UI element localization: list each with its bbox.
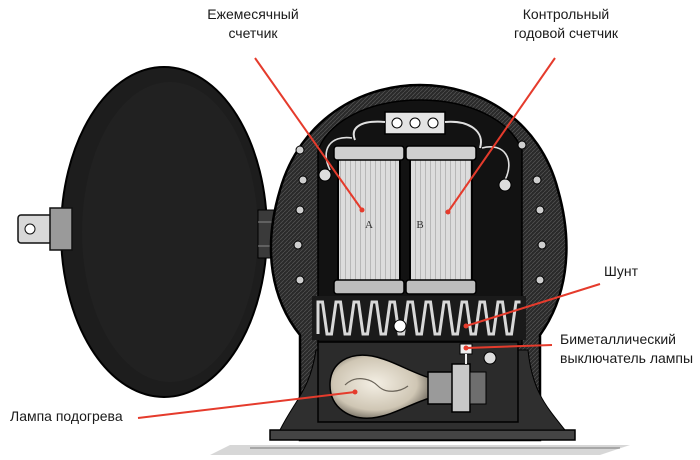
lamp-compartment	[317, 341, 519, 423]
leader-lines	[137, 57, 601, 419]
leader-dots	[352, 207, 469, 395]
label-annual-counter-line1: Контрольный	[522, 6, 610, 22]
label-bimetal-switch-line2: выключатель лампы	[560, 350, 694, 366]
leader-annual-counter	[447, 57, 556, 213]
leader-heater-lamp	[137, 391, 356, 419]
annual-counter-jar: B	[405, 145, 477, 295]
label-shunt: Шунт	[604, 263, 638, 279]
leader-monthly-counter	[254, 57, 363, 211]
label-bimetal-switch: Биметаллический выключатель лампы	[560, 330, 693, 368]
label-heater-lamp: Лампа подогрева	[10, 408, 123, 424]
ground-shading	[210, 445, 630, 455]
terminal-block	[318, 111, 512, 192]
label-annual-counter: Контрольный годовой счетчик	[496, 5, 636, 43]
leader-bimetal-switch	[465, 344, 553, 349]
jar-mark-a: A	[365, 219, 373, 231]
lamp-socket	[427, 363, 487, 413]
open-lid	[17, 66, 283, 398]
monthly-counter-jar: A	[333, 145, 405, 295]
label-monthly-counter: Ежемесячный счетчик	[188, 5, 318, 43]
label-bimetal-switch-line1: Биметаллический	[560, 331, 676, 347]
label-monthly-counter-line2: счетчик	[228, 25, 278, 41]
leader-shunt	[465, 283, 601, 327]
label-annual-counter-line2: годовой счетчик	[513, 25, 619, 41]
jar-mark-b: B	[416, 219, 423, 231]
label-monthly-counter-line1: Ежемесячный	[207, 6, 299, 22]
